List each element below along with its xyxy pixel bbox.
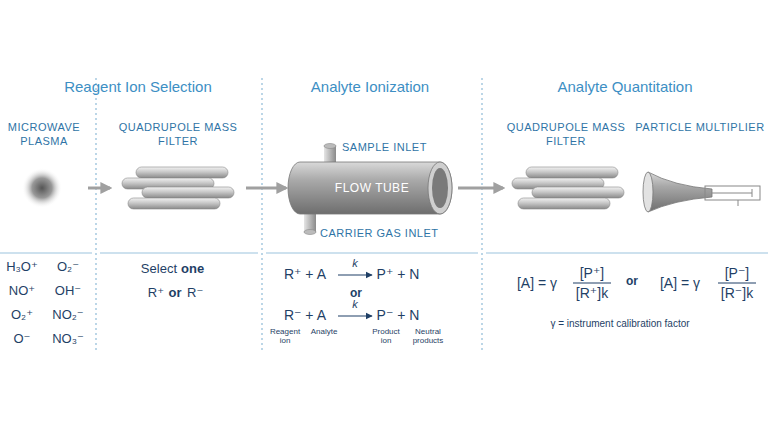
equation-term: [R⁻]k xyxy=(717,285,757,301)
equation-term: [R⁺]k xyxy=(572,285,612,301)
ion-name: H₃O⁺ xyxy=(1,260,43,275)
quadrupole-rods xyxy=(512,167,624,209)
equation-term: [P⁺] xyxy=(572,265,612,281)
instruction-text: Select xyxy=(107,262,177,277)
ion-name: O⁻ xyxy=(1,332,43,347)
conjunction: or xyxy=(164,286,186,301)
component-label: QUADRUPOLE MASS FILTER xyxy=(112,120,244,148)
mass-filter: QUADRUPOLE MASS FILTER xyxy=(112,118,244,218)
component-label: QUADRUPOLE MASS FILTER xyxy=(505,120,627,148)
section-heading: Analyte Ionization xyxy=(270,78,470,95)
flow-tube: FLOW TUBE xyxy=(288,158,456,218)
detector: PARTICLE MULTIPLIER xyxy=(630,118,768,218)
separator xyxy=(96,78,482,352)
equation-term: P⁻ + N xyxy=(368,307,428,323)
rate-constant: k xyxy=(347,298,363,311)
ion-name: NO⁺ xyxy=(1,284,43,299)
term-note: Reagent ion xyxy=(265,327,305,345)
flow-arrow xyxy=(458,187,503,190)
component-label: PARTICLE MULTIPLIER xyxy=(630,120,768,134)
equation-term: [P⁻] xyxy=(717,265,757,281)
plasma-glow xyxy=(22,168,62,208)
equation-term: [A] = γ xyxy=(507,275,567,291)
ion-name: O₂⁻ xyxy=(47,260,89,275)
mass-filter: QUADRUPOLE MASS FILTER xyxy=(505,118,627,218)
term-note: Analyte xyxy=(304,327,344,336)
component-label: MICROWAVE PLASMA xyxy=(2,120,86,148)
section-heading: Analyte Quantitation xyxy=(505,78,745,95)
flow-arrow xyxy=(88,187,110,190)
quadrupole-rods xyxy=(122,167,234,209)
reaction-arrow xyxy=(338,275,372,316)
ion-name: NO₃⁻ xyxy=(47,332,89,347)
instruction-text: one xyxy=(181,262,221,277)
term-note: Neutral products xyxy=(403,327,453,345)
equation-term: R⁺ + A xyxy=(275,266,335,282)
rule-line xyxy=(0,252,768,253)
equation-term: [A] = γ xyxy=(650,275,710,291)
inlet-label: SAMPLE INLET xyxy=(342,141,452,154)
ion-name: O₂⁺ xyxy=(1,308,43,323)
section-heading: Reagent Ion Selection xyxy=(18,78,258,95)
equation-term: R⁻ + A xyxy=(275,307,335,323)
flow-arrow xyxy=(246,187,286,190)
tube-label: FLOW TUBE xyxy=(288,181,456,195)
rate-constant: k xyxy=(347,257,363,270)
conjunction: or xyxy=(620,275,644,289)
ion-name: NO₂⁻ xyxy=(47,308,89,323)
ion-symbol: R⁻ xyxy=(187,286,217,301)
particle-multiplier xyxy=(643,172,760,212)
plasma-source: MICROWAVE PLASMA xyxy=(2,118,86,218)
inlet-label: CARRIER GAS INLET xyxy=(320,227,460,240)
calibration-note: γ = instrument calibration factor xyxy=(510,318,730,330)
term-note: Product ion xyxy=(366,327,406,345)
ion-name: OH⁻ xyxy=(47,284,89,299)
ion-symbol: R⁺ xyxy=(134,286,164,301)
equation-term: P⁺ + N xyxy=(368,266,428,282)
